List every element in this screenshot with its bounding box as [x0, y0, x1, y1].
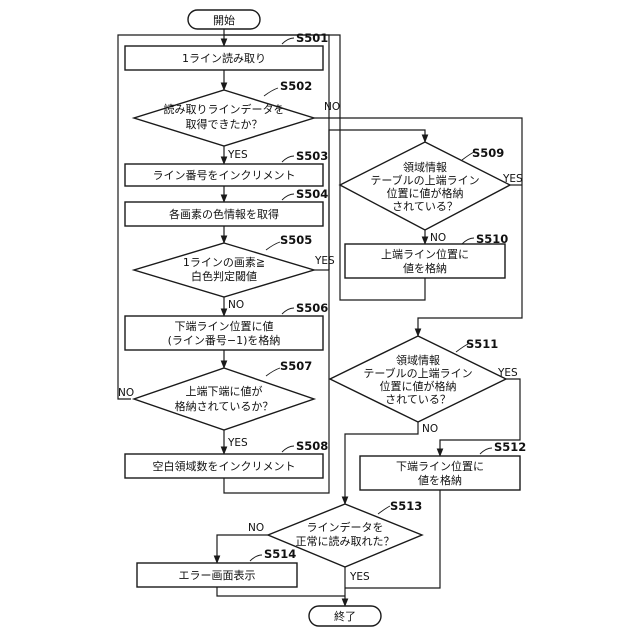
- s511-text-1: 領域情報: [396, 353, 440, 367]
- s509-text-2: テーブルの上端ライン: [370, 173, 479, 187]
- decision-s511: 領域情報 テーブルの上端ライン 位置に値が格納 されている？ S511 NO Y…: [330, 336, 518, 435]
- end-label: 終了: [334, 609, 356, 623]
- s514-text: エラー画面表示: [179, 568, 256, 582]
- s506-text-2: (ライン番号−1)を格納: [168, 333, 281, 347]
- s513-yes-label: YES: [349, 571, 370, 583]
- s505-text-2: 白色判定閾値: [191, 269, 257, 283]
- s510-text-2: 値を格納: [403, 261, 447, 275]
- s512-text-2: 値を格納: [418, 473, 462, 487]
- s513-no-label: NO: [248, 522, 264, 534]
- process-s501: 1ライン読み取り S501: [125, 31, 328, 70]
- s502-text-1: 読み取りラインデータを: [164, 102, 285, 116]
- s511-id: S511: [466, 337, 498, 351]
- decision-s505: 1ラインの画素≧ 白色判定閾値 S505 NO YES: [134, 233, 335, 311]
- s512-id: S512: [494, 440, 526, 454]
- s501-text: 1ライン読み取り: [182, 51, 266, 65]
- s513-text-1: ラインデータを: [307, 520, 384, 534]
- process-s506: 下端ライン位置に値 (ライン番号−1)を格納 S506: [125, 301, 328, 350]
- s507-text-1: 上端下端に値が: [186, 384, 263, 398]
- s505-text-1: 1ラインの画素≧: [183, 256, 265, 269]
- s512-text-1: 下端ライン位置に: [396, 459, 484, 473]
- edge-s513-no: [217, 535, 268, 563]
- s505-yes-label: YES: [314, 255, 335, 267]
- s507-text-2: 格納されているか？: [175, 399, 274, 413]
- edge-s514-end: [217, 587, 345, 596]
- s505-no-label: NO: [228, 299, 244, 311]
- s501-id: S501: [296, 31, 328, 45]
- s510-text-1: 上端ライン位置に: [381, 247, 469, 261]
- s507-no-label: NO: [118, 387, 134, 399]
- s510-id: S510: [476, 232, 508, 246]
- s511-text-2: テーブルの上端ライン: [363, 366, 472, 380]
- s503-text: ライン番号をインクリメント: [153, 169, 296, 182]
- s502-yes-label: YES: [227, 149, 248, 161]
- process-s512: 下端ライン位置に 値を格納 S512: [360, 440, 526, 490]
- s509-text-3: 位置に値が格納: [387, 186, 464, 200]
- s513-text-2: 正常に読み取れた？: [296, 534, 395, 548]
- process-s508: 空白領域数をインクリメント S508: [125, 439, 328, 478]
- s502-id: S502: [280, 79, 312, 93]
- s503-id: S503: [296, 149, 328, 163]
- s505-id: S505: [280, 233, 312, 247]
- s507-id: S507: [280, 359, 312, 373]
- start-label: 開始: [213, 13, 235, 27]
- s513-id: S513: [390, 499, 422, 513]
- decision-s507: 上端下端に値が 格納されているか？ S507 YES NO: [118, 359, 314, 449]
- process-s510: 上端ライン位置に 値を格納 S510: [345, 232, 508, 278]
- s511-text-4: されている？: [385, 393, 451, 406]
- s509-text-1: 領域情報: [403, 160, 447, 174]
- s504-text: 各画素の色情報を取得: [169, 207, 279, 221]
- s509-no-label: NO: [430, 232, 446, 244]
- s511-text-3: 位置に値が格納: [380, 379, 457, 393]
- s511-yes-label: YES: [497, 367, 518, 379]
- s509-yes-label: YES: [502, 173, 523, 185]
- s504-id: S504: [296, 187, 328, 201]
- process-s504: 各画素の色情報を取得 S504: [125, 187, 328, 226]
- process-s503: ライン番号をインクリメント S503: [125, 149, 328, 186]
- s507-yes-label: YES: [227, 437, 248, 449]
- decision-s509: 領域情報 テーブルの上端ライン 位置に値が格納 されている？ S509 NO Y…: [340, 142, 523, 244]
- start-terminal: 開始: [188, 10, 260, 29]
- s506-text-1: 下端ライン位置に値: [175, 319, 274, 333]
- s509-id: S509: [472, 146, 504, 160]
- s506-id: S506: [296, 301, 328, 315]
- s511-no-label: NO: [422, 423, 438, 435]
- s508-id: S508: [296, 439, 328, 453]
- s508-text: 空白領域数をインクリメント: [153, 459, 296, 473]
- s514-id: S514: [264, 547, 296, 561]
- s502-no-label: NO: [324, 101, 340, 113]
- s509-text-4: されている？: [392, 200, 458, 213]
- s502-text-2: 取得できたか？: [186, 118, 263, 131]
- end-terminal: 終了: [309, 606, 381, 626]
